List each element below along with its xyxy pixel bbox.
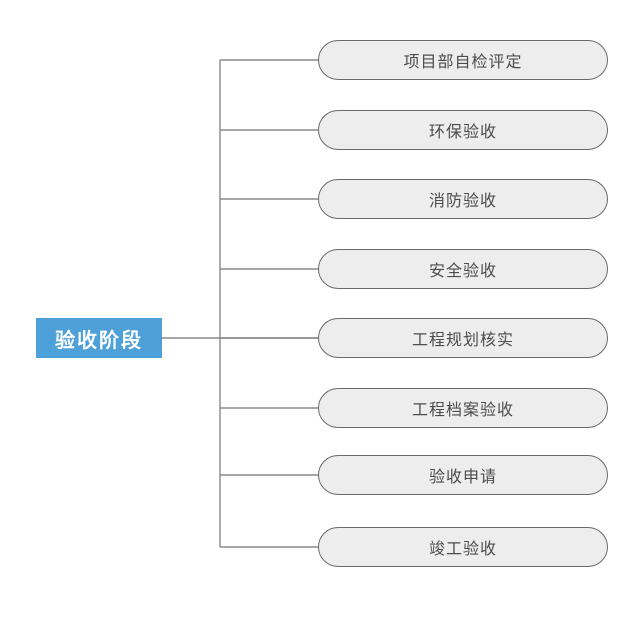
root-node: 验收阶段 [36, 318, 162, 358]
root-node-label: 验收阶段 [55, 329, 143, 352]
child-node-label: 安全验收 [428, 263, 497, 280]
child-node: 环保验收 [318, 110, 608, 150]
child-node: 安全验收 [318, 249, 608, 289]
child-node: 消防验收 [318, 179, 608, 219]
child-node: 验收申请 [318, 455, 608, 495]
child-node: 工程档案验收 [318, 388, 608, 428]
child-node: 竣工验收 [318, 527, 608, 567]
child-node-label: 工程档案验收 [411, 402, 514, 419]
child-node: 项目部自检评定 [318, 40, 608, 80]
child-node-label: 竣工验收 [428, 541, 497, 558]
child-node-label: 项目部自检评定 [403, 54, 523, 71]
child-node-label: 环保验收 [428, 124, 497, 141]
child-node-label: 验收申请 [428, 469, 497, 486]
child-node: 工程规划核实 [318, 318, 608, 358]
child-node-label: 消防验收 [428, 193, 497, 210]
child-node-label: 工程规划核实 [411, 332, 514, 349]
